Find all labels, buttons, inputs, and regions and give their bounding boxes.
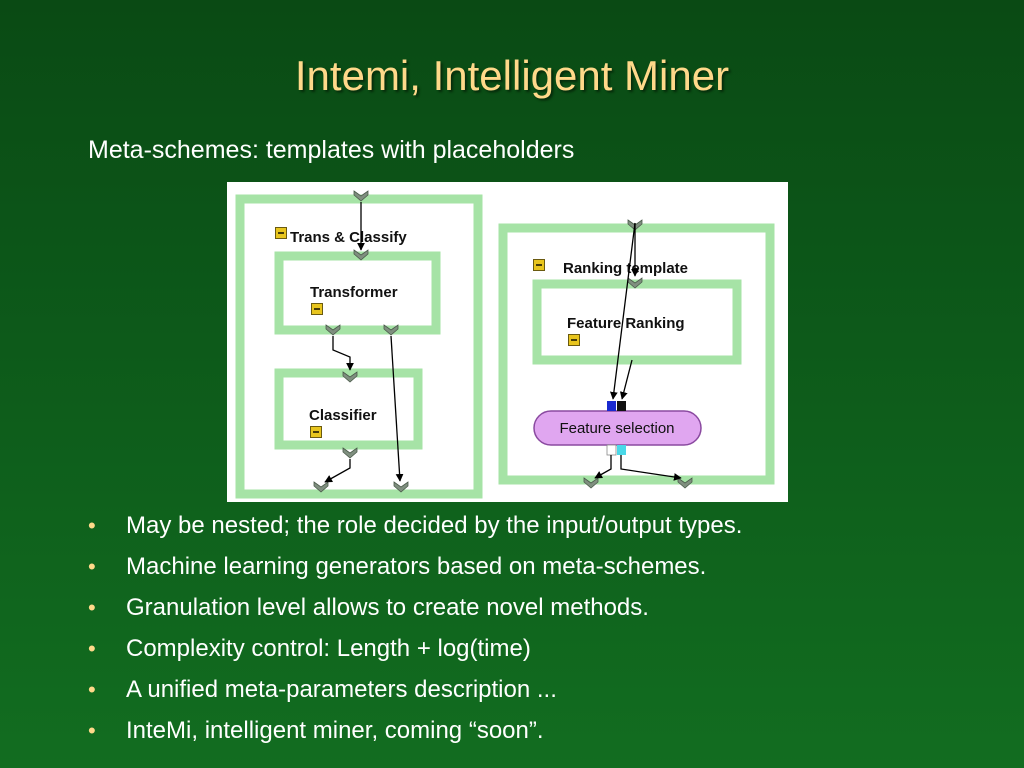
selection-output-port-cyan[interactable] bbox=[617, 445, 626, 455]
bullet-item: • Machine learning generators based on me… bbox=[88, 549, 742, 590]
feature-selection-label: Feature selection bbox=[559, 420, 674, 437]
bullet-text: A unified meta-parameters description ..… bbox=[126, 676, 557, 703]
trans-classify-collapse-icon[interactable] bbox=[275, 227, 287, 239]
bullet-text: InteMi, intelligent miner, coming “soon”… bbox=[126, 717, 544, 744]
bullet-text: Granulation level allows to create novel… bbox=[126, 594, 649, 621]
selection-output-port-white[interactable] bbox=[606, 444, 617, 456]
bullet-dot-icon: • bbox=[88, 636, 96, 661]
diagram-canvas: Trans & Classify Transformer Classifier bbox=[235, 190, 775, 499]
trans-classify-scheme: Trans & Classify Transformer Classifier bbox=[235, 190, 483, 499]
selection-input-port-blue[interactable] bbox=[607, 401, 616, 411]
connector-arrow bbox=[324, 459, 351, 483]
slide-title: Intemi, Intelligent Miner bbox=[294, 52, 730, 99]
bullet-text: Machine learning generators based on met… bbox=[126, 553, 707, 580]
ranking-template-label: Ranking template bbox=[563, 260, 688, 277]
trans-classify-label: Trans & Classify bbox=[290, 229, 407, 246]
bullet-dot-icon: • bbox=[88, 554, 96, 579]
bullet-list: • May be nested; the role decided by the … bbox=[88, 508, 742, 754]
transformer-collapse-icon[interactable] bbox=[311, 303, 323, 315]
bullet-dot-icon: • bbox=[88, 513, 96, 538]
connector-arrow bbox=[390, 335, 404, 482]
ranking-template-scheme: Ranking template Feature Ranking Feature… bbox=[498, 219, 775, 489]
bullet-dot-icon: • bbox=[88, 718, 96, 743]
ranking-template-collapse-icon[interactable] bbox=[533, 259, 545, 271]
feature-ranking-label: Feature Ranking bbox=[567, 315, 685, 332]
connector-arrow bbox=[610, 222, 636, 400]
bullet-item: • Granulation level allows to create nove… bbox=[88, 590, 742, 631]
meta-scheme-diagram: Trans & Classify Transformer Classifier bbox=[227, 182, 788, 502]
bullet-item: • A unified meta-parameters description .… bbox=[88, 672, 742, 713]
connector-arrow bbox=[594, 455, 612, 479]
classifier-collapse-icon[interactable] bbox=[310, 426, 322, 438]
connector-arrow bbox=[332, 336, 354, 371]
slide-subtitle: Meta-schemes: templates with placeholder… bbox=[88, 136, 575, 164]
feature-ranking-collapse-icon[interactable] bbox=[568, 334, 580, 346]
selection-input-port-black[interactable] bbox=[617, 401, 626, 411]
classifier-label: Classifier bbox=[309, 407, 377, 424]
transformer-label: Transformer bbox=[310, 284, 398, 301]
bullet-item: • InteMi, intelligent miner, coming “soon… bbox=[88, 713, 742, 754]
classifier-frame bbox=[274, 368, 423, 450]
bullet-text: May be nested; the role decided by the i… bbox=[126, 512, 743, 539]
connector-arrow bbox=[620, 455, 682, 481]
connector-arrow bbox=[619, 359, 633, 400]
bullet-text: Complexity control: Length + log(time) bbox=[126, 635, 531, 662]
bullet-item: • May be nested; the role decided by the … bbox=[88, 508, 742, 549]
bullet-dot-icon: • bbox=[88, 595, 96, 620]
bullet-dot-icon: • bbox=[88, 677, 96, 702]
bullet-item: • Complexity control: Length + log(time) bbox=[88, 631, 742, 672]
